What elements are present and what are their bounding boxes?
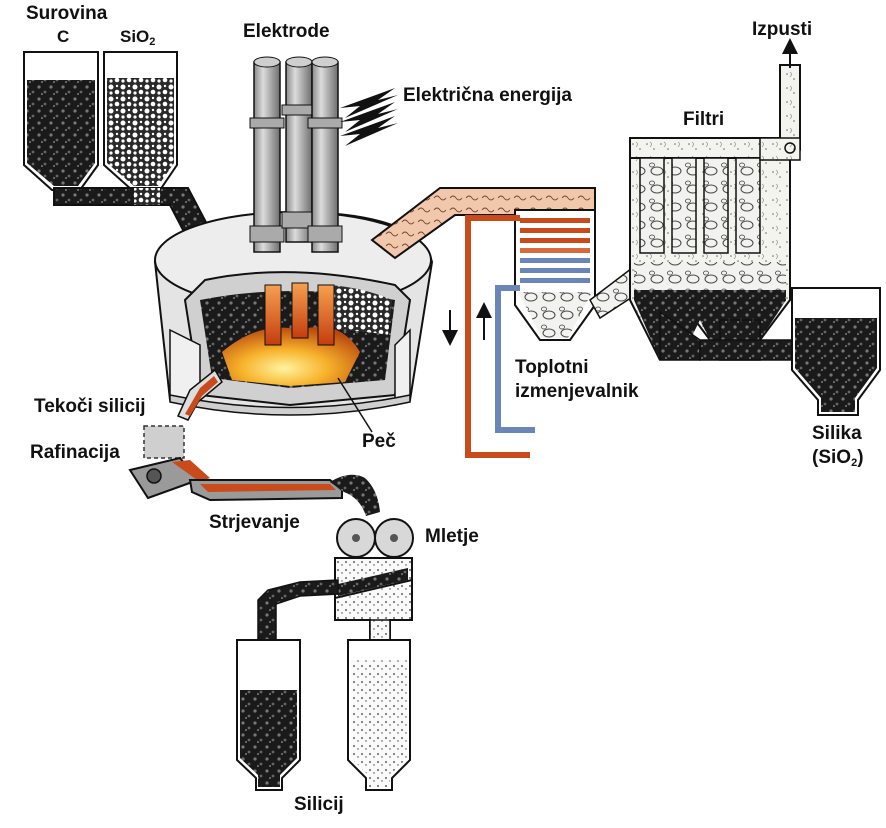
electrodes xyxy=(249,56,343,253)
label-electric-energy: Električna energija xyxy=(403,85,572,106)
hopper-carbon xyxy=(23,51,99,191)
mill-rollers xyxy=(336,518,414,558)
label-silica-out-2-sub: 2 xyxy=(851,457,858,469)
label-silica-in: SiO2 xyxy=(120,28,155,49)
refining-ladle xyxy=(128,425,210,500)
label-refining: Rafinacija xyxy=(30,442,120,463)
tapping-spout xyxy=(176,368,223,421)
label-solidification: Strjevanje xyxy=(209,512,300,533)
solidification-trough xyxy=(188,479,343,502)
label-milling: Mletje xyxy=(425,526,479,547)
electrode-2 xyxy=(281,56,317,243)
exhaust-stack xyxy=(759,38,801,163)
label-liquid-silicon: Tekoči silicij xyxy=(34,396,146,417)
lightning-icon xyxy=(340,88,398,146)
falling-granules xyxy=(330,474,380,516)
electrode-3 xyxy=(307,56,343,253)
label-raw-material: Surovina xyxy=(26,3,108,24)
heat-exchanger xyxy=(465,209,596,458)
flow-arrows xyxy=(442,302,492,346)
label-silicon: Silicij xyxy=(294,794,344,815)
label-exhaust: Izpusti xyxy=(752,19,813,40)
furnace xyxy=(153,210,434,416)
label-silica-out-2-end: ) xyxy=(857,447,864,468)
silicon-hopper-coarse xyxy=(236,639,301,791)
sieve-hopper xyxy=(334,557,413,641)
label-furnace: Peč xyxy=(362,431,396,452)
silica-hopper xyxy=(791,287,881,416)
label-silica-in-main: SiO xyxy=(120,27,150,46)
filter-bags xyxy=(639,157,761,254)
label-silica-out-2-main: (SiO xyxy=(812,447,852,468)
label-silica-out-2: (SiO2) xyxy=(812,448,864,470)
label-electrodes: Elektrode xyxy=(243,21,330,42)
exchanger-coils xyxy=(520,218,590,283)
label-heat-exchanger-2: izmenjevalnik xyxy=(515,381,639,402)
label-silica-in-sub: 2 xyxy=(149,36,156,48)
label-heat-exchanger-1: Toplotni xyxy=(515,357,589,378)
label-carbon: C xyxy=(57,27,70,46)
electrode-1 xyxy=(249,56,285,253)
furnace-leader-line xyxy=(337,377,373,433)
label-filters: Filtri xyxy=(683,109,725,130)
label-silica-out-1: Silika xyxy=(812,423,862,444)
silicon-hopper-fine xyxy=(347,639,411,791)
filters xyxy=(629,137,797,361)
hopper-silica xyxy=(103,51,178,191)
